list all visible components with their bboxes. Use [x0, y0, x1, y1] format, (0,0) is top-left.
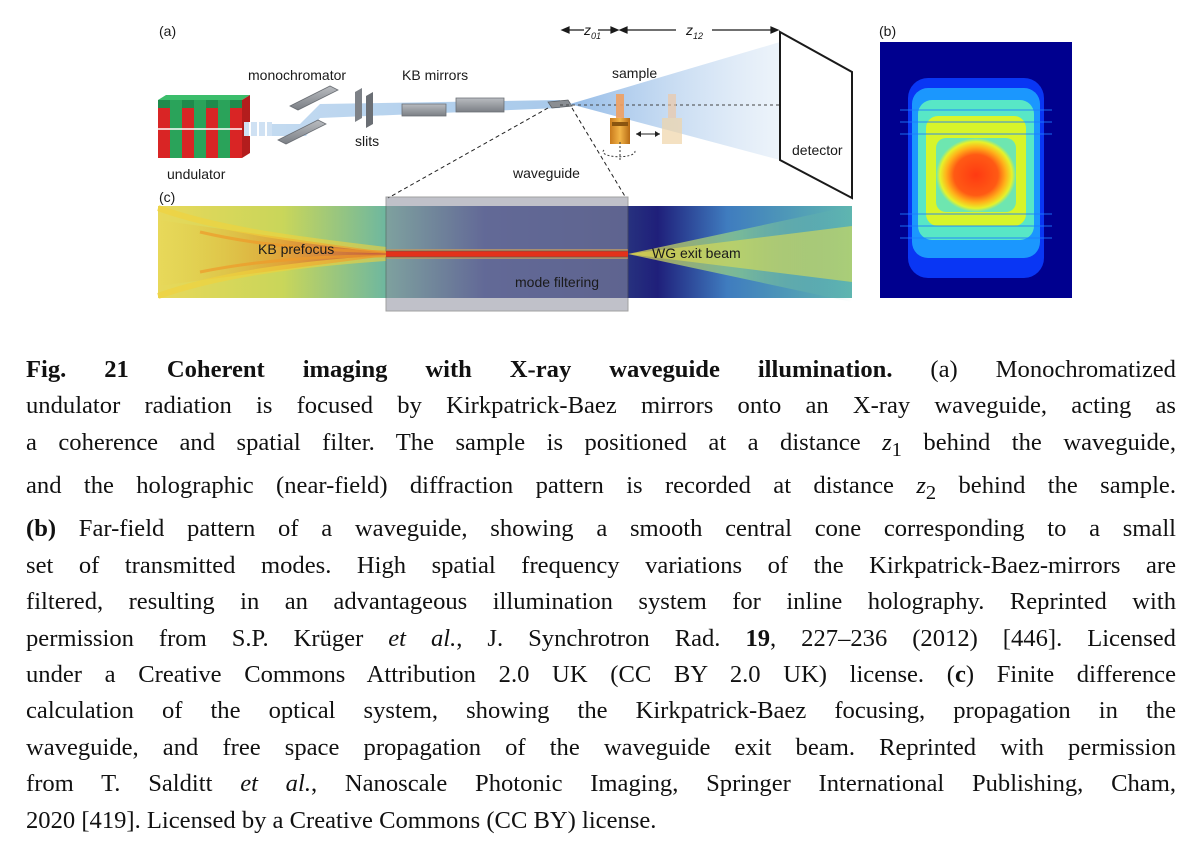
caption-line-6: set of transmitted modes. High spatial f… — [26, 551, 1176, 579]
label-mode-filtering: mode filtering — [515, 274, 599, 290]
waveguide-overlay-top — [385, 196, 629, 252]
distance-arrows — [560, 26, 780, 34]
caption-line-11: waveguide, and free space propagation of… — [26, 733, 1176, 761]
label-detector: detector — [792, 142, 843, 158]
zoom-lines — [387, 107, 627, 199]
caption-line-1: Fig. 21 Coherent imaging with X-ray wave… — [26, 352, 1176, 388]
waveguide-overlay-bottom — [385, 256, 629, 312]
label-waveguide: waveguide — [512, 165, 580, 181]
kb-mirrors — [401, 97, 505, 117]
caption-fig-label: Fig. 21 — [26, 356, 129, 383]
caption-title: Coherent imaging with X-ray waveguide il… — [166, 356, 893, 383]
figure-graphic: (a) (b) (c) — [156, 22, 1072, 312]
caption-line-12: from T. Salditt et al., Nanoscale Photon… — [26, 770, 1176, 798]
label-wg-exit-beam: WG exit beam — [652, 245, 741, 261]
label-slits: slits — [355, 133, 379, 149]
slits — [355, 88, 373, 128]
label-sample: sample — [612, 65, 657, 81]
caption-line-9: under a Creative Commons Attribution 2.0… — [26, 661, 1176, 689]
label-undulator: undulator — [167, 166, 226, 182]
caption-line-4: and the holographic (near-field) diffrac… — [26, 472, 1176, 505]
caption-line-7: filtered, resulting in an advantageous i… — [26, 588, 1176, 616]
label-monochromator: monochromator — [248, 67, 346, 83]
z01-label: z01 — [583, 22, 601, 41]
undulator-magnets — [158, 95, 272, 158]
figure-caption: Fig. 21 Coherent imaging with X-ray wave… — [26, 352, 1176, 839]
panel-c-label: (c) — [159, 189, 175, 205]
label-kb-mirrors: KB mirrors — [402, 67, 468, 83]
caption-line-3: a coherence and spatial filter. The samp… — [26, 428, 1176, 461]
label-kb-prefocus: KB prefocus — [258, 241, 334, 257]
caption-line-10: calculation of the optical system, showi… — [26, 697, 1176, 725]
waveguide-chip — [547, 99, 573, 109]
simulation-panel — [156, 196, 852, 312]
panel-b-label: (b) — [879, 23, 896, 39]
caption-line-2: undulator radiation is focused by Kirkpa… — [26, 392, 1176, 420]
sample-holder — [602, 94, 682, 160]
caption-line-13: 2020 [419]. Licensed by a Creative Commo… — [26, 806, 657, 834]
monochromator-crystals — [277, 85, 339, 145]
caption-line1-rest: (a) Monochromatized — [892, 356, 1176, 383]
detector-panel — [779, 30, 853, 200]
caption-line-5: (b) Far-field pattern of a waveguide, sh… — [26, 515, 1176, 543]
z12-label: z12 — [685, 22, 703, 41]
panel-a-label: (a) — [159, 23, 176, 39]
farfield-panel — [880, 42, 1072, 298]
caption-line-8: permission from S.P. Krüger et al., J. S… — [26, 624, 1176, 652]
